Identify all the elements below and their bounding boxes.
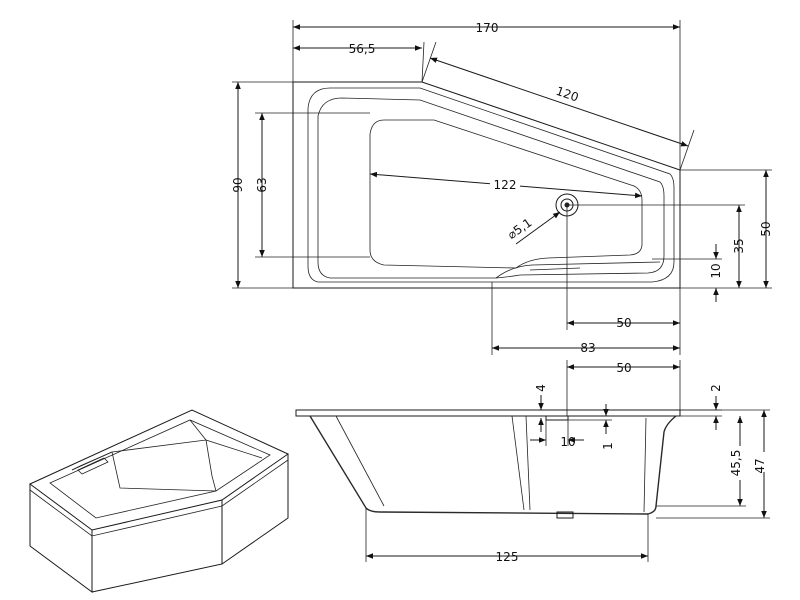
- dim-right-height-label: 50: [759, 221, 773, 236]
- iso-rim-inner: [49, 419, 271, 519]
- dim-drain-offset-label: 50: [616, 361, 631, 375]
- dim-width-label: 170: [476, 21, 499, 35]
- iso-basin-left: [111, 439, 207, 453]
- tub-rim-contour: [307, 87, 675, 283]
- iso-rim-outer: [29, 409, 290, 531]
- dim-height-total-label: 90: [231, 177, 245, 192]
- tub-floor-outline: [369, 119, 643, 269]
- overflow-stub-icon: [545, 415, 569, 421]
- tub-inner-panel-left: [335, 415, 385, 507]
- iso-basin-front: [111, 451, 217, 492]
- iso-face-edge: [29, 459, 289, 537]
- dim-rim-a-label: 4: [534, 384, 548, 392]
- iso-face-left: [29, 484, 93, 593]
- dim-height-inner-label: 63: [255, 177, 269, 192]
- dim-overflow-gap-label: 1: [601, 442, 615, 450]
- tub-body-profile: [309, 415, 677, 515]
- iso-seat: [71, 451, 113, 471]
- dim-overflow-width-label: 10: [560, 435, 575, 449]
- dim-rim-b-label: 2: [709, 384, 723, 392]
- dim-drain-front-label: 35: [732, 238, 746, 253]
- dim-front-length-label: 83: [580, 341, 595, 355]
- dim-inner-depth-label: 45,5: [729, 450, 743, 477]
- dim-left-straight-label: 56,5: [349, 42, 376, 56]
- dim-total-depth-label: 47: [753, 458, 767, 473]
- dim-step-height-label: 10: [709, 263, 723, 278]
- isometric-view: [29, 409, 290, 593]
- tub-seat-line-2: [529, 267, 581, 271]
- top-view: 170 56,5 120 90 63 122 ⌀5,1 50: [231, 20, 773, 355]
- iso-face-right: [221, 454, 289, 565]
- tub-inner-panel-right: [643, 417, 647, 513]
- dim-drain-right-label: 50: [616, 316, 631, 330]
- tub-inner-panel-mid-2: [525, 415, 531, 511]
- iso-headrest-icon: [77, 457, 109, 475]
- drain-stub-icon: [556, 511, 574, 519]
- dim-inner-length-label: 122: [494, 178, 517, 192]
- iso-basin-corner: [205, 439, 217, 492]
- tub-rim-profile: [295, 409, 681, 417]
- tub-outer-outline: [292, 81, 681, 289]
- dim-drain-diameter-label: ⌀5,1: [505, 215, 535, 242]
- tub-seat-line: [495, 261, 661, 279]
- iso-face-front: [91, 500, 223, 593]
- tub-inner-contour: [317, 97, 665, 279]
- tub-inner-panel-mid: [511, 415, 525, 511]
- dim-bottom-length-label: 125: [496, 550, 519, 564]
- side-view: 50 4 2 10 1 45,5 47: [295, 360, 771, 564]
